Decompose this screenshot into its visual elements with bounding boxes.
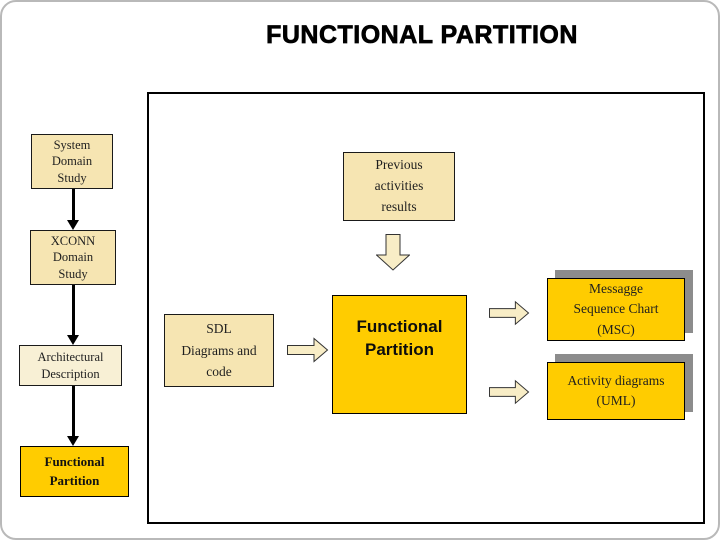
arrowhead-icon bbox=[67, 436, 79, 446]
page-title: FUNCTIONAL PARTITION bbox=[266, 21, 578, 50]
box-functional-partition-center: Functional Partition bbox=[332, 295, 467, 414]
box-sdl-diagrams-and-code: SDL Diagrams and code bbox=[164, 314, 274, 387]
block-arrow-down-icon bbox=[376, 234, 410, 271]
block-arrow-right-icon-fp-to-msc bbox=[489, 300, 530, 326]
arrowhead-icon bbox=[67, 335, 79, 345]
down-arrow-connector-3 bbox=[67, 386, 79, 446]
box-xconn-domain-study: XCONN Domain Study bbox=[30, 230, 116, 285]
down-arrow-connector-2 bbox=[67, 285, 79, 345]
box-message-sequence-chart: Messagge Sequence Chart (MSC) bbox=[547, 278, 685, 341]
block-arrow-right-icon-sdl-to-fp bbox=[287, 337, 329, 363]
block-arrow-right-icon-fp-to-uml bbox=[489, 379, 530, 405]
box-activity-diagrams-uml: Activity diagrams (UML) bbox=[547, 362, 685, 420]
box-architectural-description: Architectural Description bbox=[19, 345, 122, 386]
box-previous-activities-results: Previous activities results bbox=[343, 152, 455, 221]
box-functional-partition-left: Functional Partition bbox=[20, 446, 129, 497]
box-system-domain-study: System Domain Study bbox=[31, 134, 113, 189]
diagram-frame bbox=[147, 92, 705, 524]
down-arrow-connector-1 bbox=[67, 189, 79, 230]
arrowhead-icon bbox=[67, 220, 79, 230]
